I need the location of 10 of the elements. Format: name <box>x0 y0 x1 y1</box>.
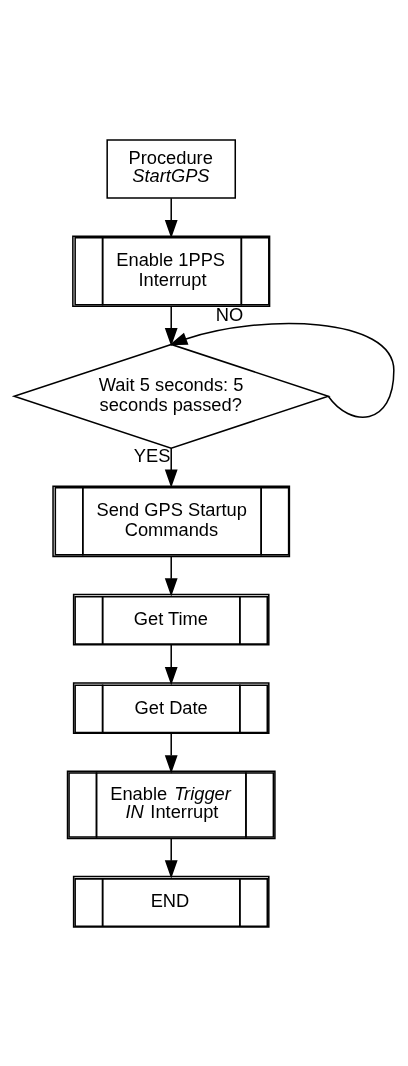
arrow <box>164 446 178 488</box>
node-box: Procedure StartGPS <box>106 138 236 199</box>
arrow <box>164 196 178 238</box>
arrow <box>164 643 178 685</box>
arrow <box>164 837 178 878</box>
node-diamond: Wait 5 seconds: 5 seconds passed? <box>11 343 331 449</box>
arrow <box>164 732 178 774</box>
arrow <box>169 322 395 418</box>
arrow <box>164 305 178 346</box>
arrow <box>164 555 178 597</box>
